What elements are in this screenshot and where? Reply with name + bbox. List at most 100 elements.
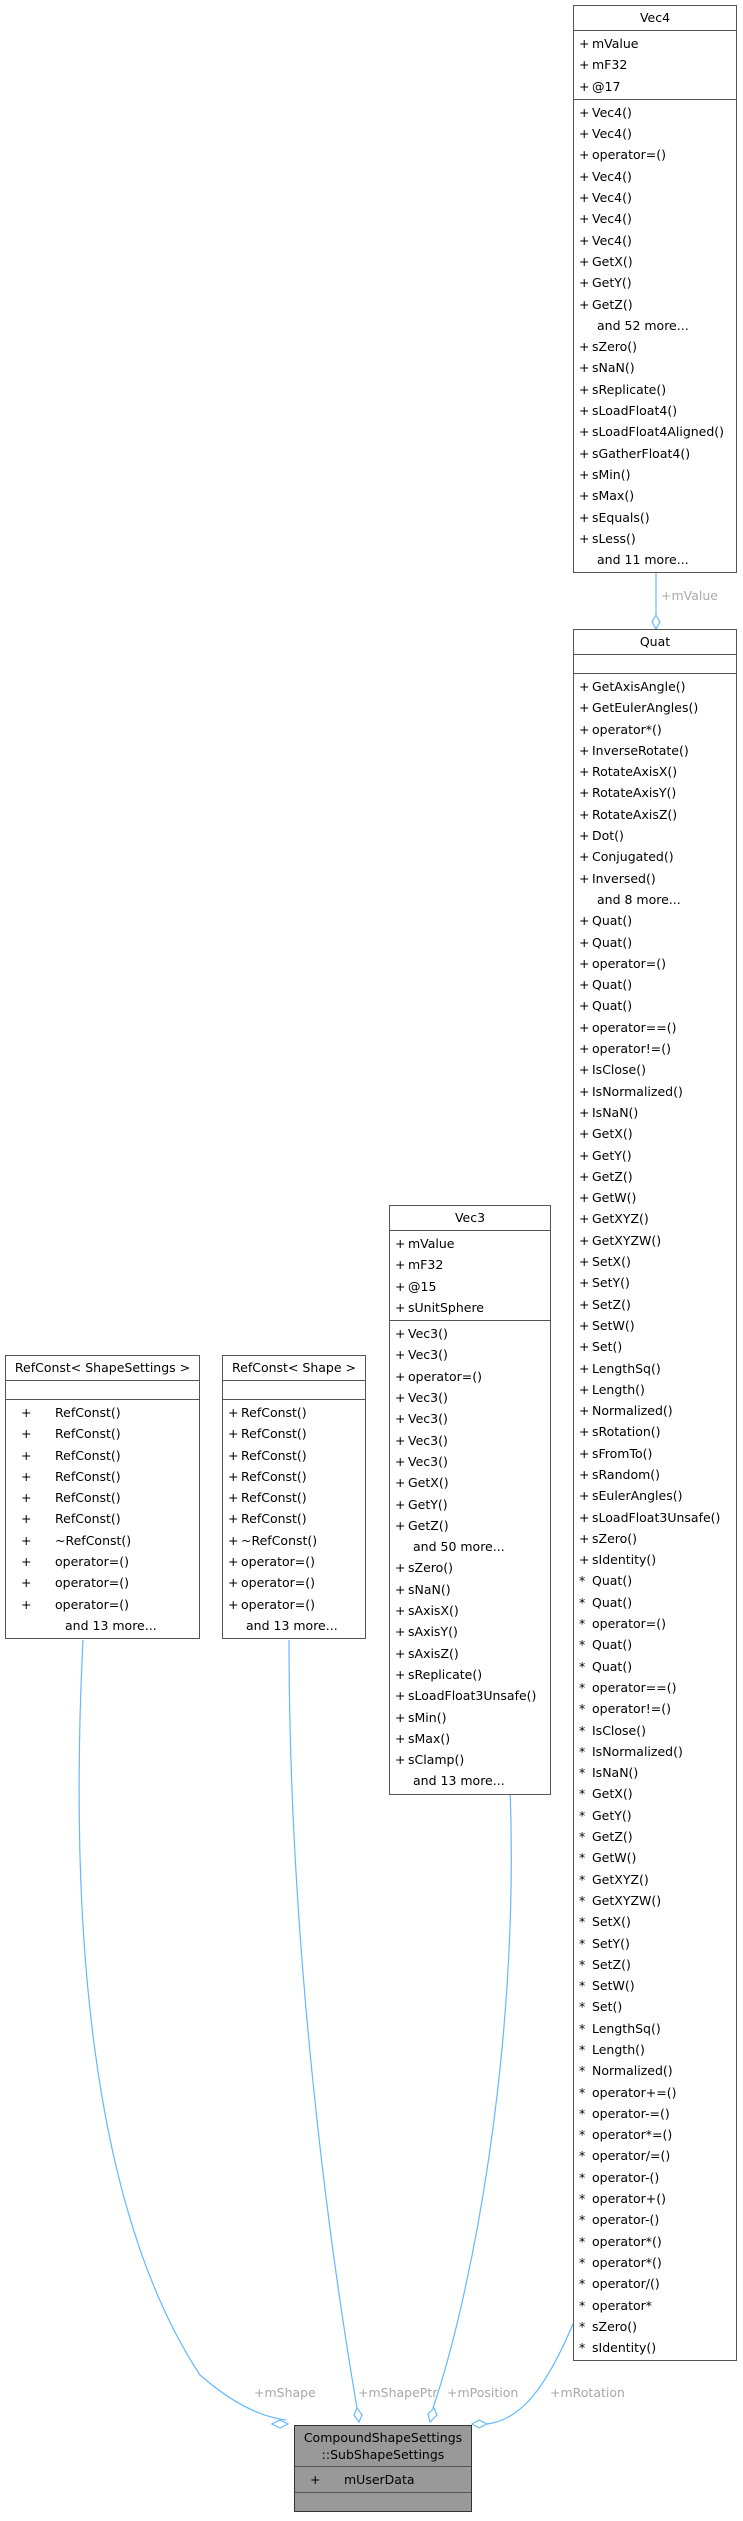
member-row: +SetX() [574, 1251, 736, 1272]
member-name: sClamp() [408, 1752, 465, 1768]
member-row: +GetZ() [574, 1166, 736, 1187]
more-members-link[interactable]: and 13 more... [413, 1773, 505, 1789]
edge-quat-subshape [486, 2323, 574, 2425]
member-row: +GetAxisAngle() [574, 676, 736, 697]
methods-vec3: +Vec3()+Vec3()+operator=()+Vec3()+Vec3()… [390, 1321, 550, 1794]
member-row: +sMin() [390, 1707, 550, 1728]
more-members-link[interactable]: and 11 more... [597, 552, 689, 568]
member-row: +SetW() [574, 1315, 736, 1336]
member-name: SetY() [592, 1275, 630, 1291]
visibility-marker: + [579, 381, 590, 397]
member-row: +operator=() [223, 1572, 365, 1593]
visibility-marker: * [579, 1658, 586, 1674]
member-name: IsNormalized() [592, 1083, 683, 1099]
member-row: +GetY() [574, 272, 736, 293]
visibility-marker: + [579, 232, 590, 248]
edge-label-mposition: +mPosition [447, 2385, 518, 2400]
more-members-link[interactable]: and 13 more... [65, 1617, 157, 1633]
member-name: RefConst() [241, 1511, 307, 1527]
member-row: +sIdentity() [574, 1549, 736, 1570]
member-row: +RotateAxisX() [574, 761, 736, 782]
member-row: +mF32 [574, 54, 736, 75]
member-name: GetXYZW() [592, 1232, 662, 1248]
member-row: +Length() [574, 1379, 736, 1400]
more-members-link[interactable]: and 50 more... [413, 1539, 505, 1555]
visibility-marker: + [579, 1403, 590, 1419]
visibility-marker: + [395, 1709, 406, 1725]
member-row: *SetZ() [574, 1954, 736, 1975]
member-name: RefConst() [55, 1405, 121, 1420]
visibility-marker: + [579, 934, 590, 950]
member-row: +sZero() [574, 336, 736, 357]
visibility-marker: + [579, 1254, 590, 1270]
member-name: Set() [592, 1999, 623, 2015]
edge-vec3-subshape [432, 1787, 512, 2409]
more-members-link[interactable]: and 52 more... [597, 317, 689, 333]
class-box-refconst-shape[interactable]: RefConst< Shape > +RefConst()+RefConst()… [222, 1355, 366, 1640]
member-name: operator*=() [592, 2127, 673, 2143]
visibility-marker: + [21, 1426, 32, 1442]
member-name: IsNaN() [592, 1104, 639, 1120]
member-row: +~RefConst() [223, 1530, 365, 1551]
member-row: *operator*() [574, 2252, 736, 2273]
member-name: operator*() [592, 2233, 662, 2249]
member-row: +GetY() [390, 1494, 550, 1515]
visibility-marker: + [579, 1488, 590, 1504]
class-box-vec4[interactable]: Vec4 +mValue+mF32+@17 +Vec4()+Vec4()+ope… [573, 5, 737, 574]
class-box-subshapesettings[interactable]: CompoundShapeSettings ::SubShapeSettings… [294, 2425, 472, 2513]
member-row: *SetY() [574, 1933, 736, 1954]
member-row: *sZero() [574, 2316, 736, 2337]
member-row: +operator=() [390, 1366, 550, 1387]
member-name: RotateAxisZ() [592, 806, 678, 822]
member-row: *Quat() [574, 1570, 736, 1591]
more-members-link[interactable]: and 8 more... [597, 891, 681, 907]
member-row: *operator*=() [574, 2124, 736, 2145]
visibility-marker: + [579, 849, 590, 865]
class-title-vec4: Vec4 [574, 6, 736, 31]
attributes-refconst-shapesettings [6, 1381, 199, 1400]
member-row: +GetX() [390, 1472, 550, 1493]
member-name: RefConst() [55, 1490, 121, 1506]
member-name: sIdentity() [592, 2340, 657, 2356]
member-name: operator!=() [592, 1701, 671, 1717]
member-name: GetW() [592, 1190, 637, 1206]
member-name: sIdentity() [592, 1552, 657, 1568]
visibility-marker: + [579, 998, 590, 1014]
member-row: +mUserData [295, 2469, 471, 2490]
member-name: Length() [592, 2042, 645, 2057]
class-box-refconst-shapesettings[interactable]: RefConst< ShapeSettings > +RefConst()+Re… [5, 1355, 200, 1640]
member-name: operator=() [55, 1575, 129, 1591]
member-name: SetZ() [592, 1296, 631, 1312]
member-name: SetY() [592, 1935, 630, 1951]
member-name: Dot() [592, 828, 624, 844]
visibility-marker: * [579, 1871, 586, 1887]
class-box-quat[interactable]: Quat +GetAxisAngle()+GetEulerAngles()+op… [573, 629, 737, 2362]
visibility-marker: * [579, 2105, 586, 2121]
member-name: operator*() [592, 721, 662, 737]
visibility-marker: + [228, 1426, 239, 1442]
member-row: +GetEulerAngles() [574, 697, 736, 718]
member-name: Vec4() [592, 104, 632, 120]
class-box-vec3[interactable]: Vec3 +mValue+mF32+@15+sUnitSphere +Vec3(… [389, 1205, 551, 1795]
visibility-marker: + [395, 1347, 406, 1363]
member-name: operator=() [592, 147, 666, 163]
member-row: +GetW() [574, 1187, 736, 1208]
member-row: +RefConst() [223, 1508, 365, 1529]
member-name: LengthSq() [592, 1360, 661, 1376]
member-row: +Vec4() [574, 123, 736, 144]
member-name: Vec4() [592, 211, 632, 227]
member-row: * operator!=() [574, 1698, 736, 1719]
member-name: mF32 [592, 57, 628, 73]
member-row: +RefConst() [6, 1487, 199, 1508]
member-row: *operator=() [574, 1613, 736, 1634]
member-row: +GetXYZW() [574, 1230, 736, 1251]
member-name: GetW() [592, 1850, 637, 1866]
visibility-marker: * [579, 1701, 586, 1717]
visibility-marker: + [579, 78, 590, 94]
visibility-marker: + [579, 721, 590, 737]
visibility-marker: + [579, 488, 590, 504]
edge-refconst-shapesettings-subshape [78, 1639, 287, 2421]
more-members-link[interactable]: and 13 more... [246, 1617, 338, 1633]
visibility-marker: + [579, 785, 590, 801]
